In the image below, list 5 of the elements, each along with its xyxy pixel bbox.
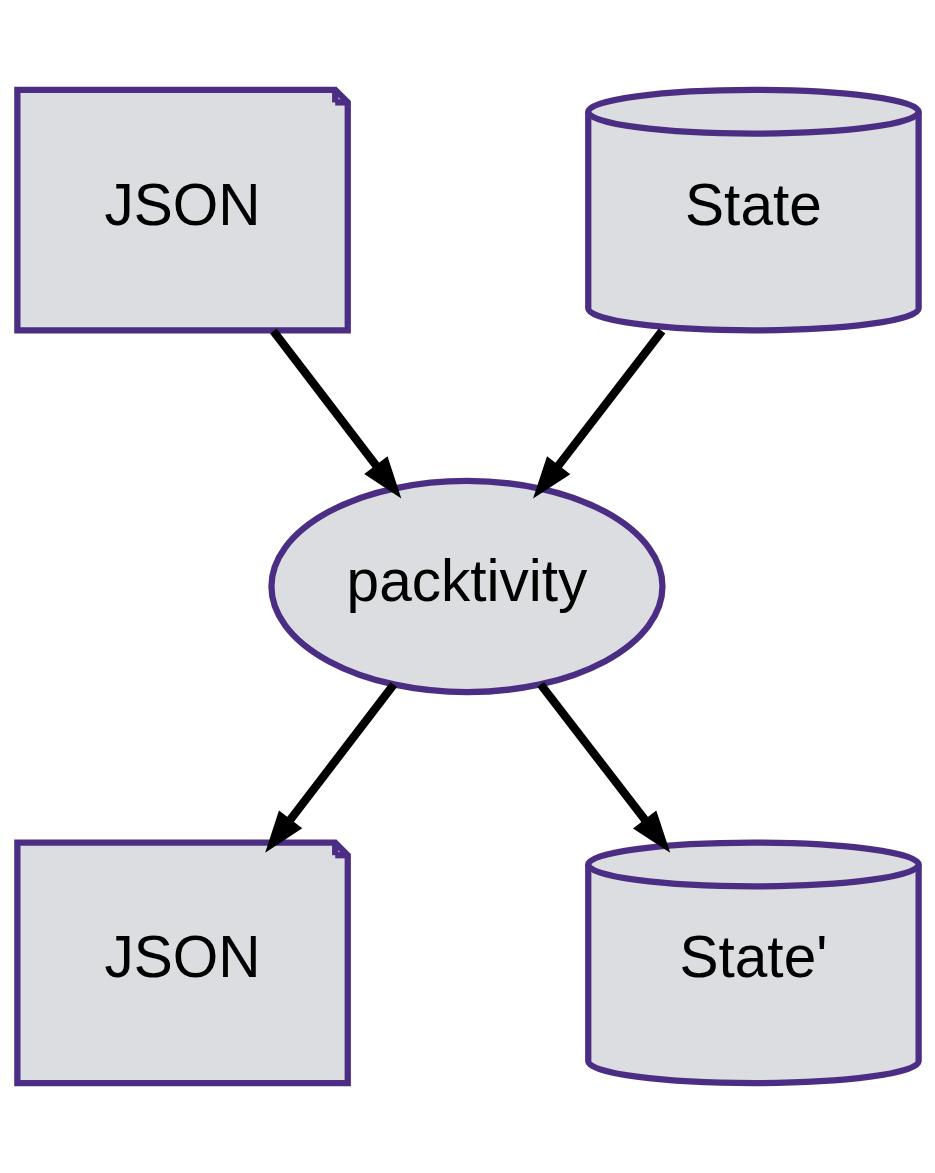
arrow bbox=[536, 681, 670, 853]
node-ellipse: packtivity bbox=[267, 477, 666, 696]
arrow bbox=[269, 328, 401, 499]
arrow bbox=[264, 681, 397, 853]
arrow bbox=[532, 328, 665, 499]
